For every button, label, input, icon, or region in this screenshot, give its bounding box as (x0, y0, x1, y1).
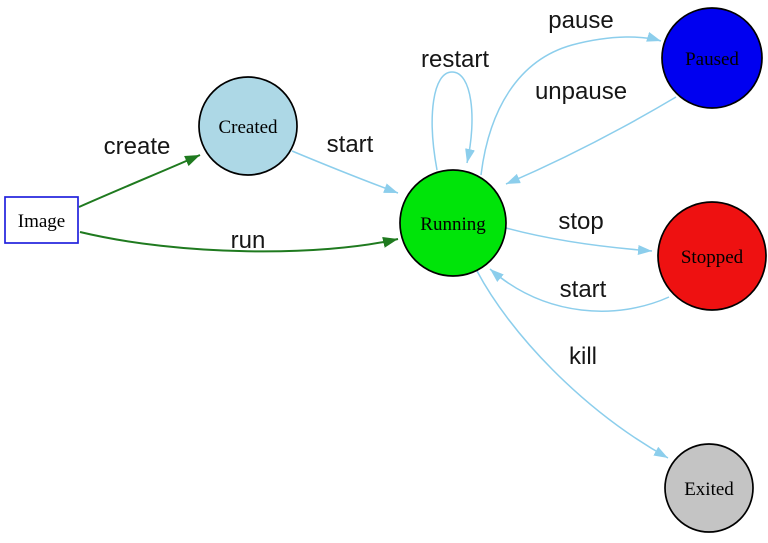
edge-label-run: run (231, 227, 266, 254)
edge-label-pause: pause (548, 7, 613, 34)
edge-start-stopped (489, 268, 670, 312)
edge-label-start-created: start (327, 131, 374, 158)
exited-node-label: Exited (684, 479, 734, 500)
stopped-node-shape (657, 201, 767, 311)
edge-pause (480, 32, 662, 176)
node-created: Created (198, 76, 298, 176)
running-node-shape (399, 169, 507, 277)
node-stopped: Stopped (657, 201, 767, 311)
edge-label-unpause: unpause (535, 78, 627, 105)
edge-label-kill: kill (569, 343, 597, 370)
edge-stop (505, 227, 653, 255)
stopped-node-label: Stopped (681, 247, 744, 268)
created-node-shape (198, 76, 298, 176)
node-image: Image (4, 196, 79, 244)
edge-label-start-stopped: start (560, 276, 607, 303)
edges-layer (78, 32, 677, 459)
edge-unpause (505, 96, 677, 185)
image-node-label: Image (18, 211, 65, 232)
edge-label-restart: restart (421, 46, 489, 73)
paused-node-label: Paused (685, 49, 739, 70)
edge-run (79, 231, 399, 253)
created-node-label: Created (218, 117, 278, 138)
image-node-shape (4, 196, 79, 244)
paused-node-shape (661, 7, 763, 109)
exited-node-shape (664, 443, 754, 533)
edge-label-stop: stop (558, 208, 603, 235)
edge-kill (476, 270, 669, 459)
nodes-layer: Image Created Running Paused Stopped Exi… (4, 7, 767, 533)
node-exited: Exited (664, 443, 754, 533)
edge-labels-layer: create start run restart pause unpause s… (104, 7, 627, 370)
edge-create (78, 154, 201, 208)
node-paused: Paused (661, 7, 763, 109)
running-node-label: Running (420, 214, 486, 235)
edge-restart (431, 71, 475, 171)
edge-label-create: create (104, 133, 171, 160)
node-running: Running (399, 169, 507, 277)
edge-start-created (291, 150, 399, 194)
